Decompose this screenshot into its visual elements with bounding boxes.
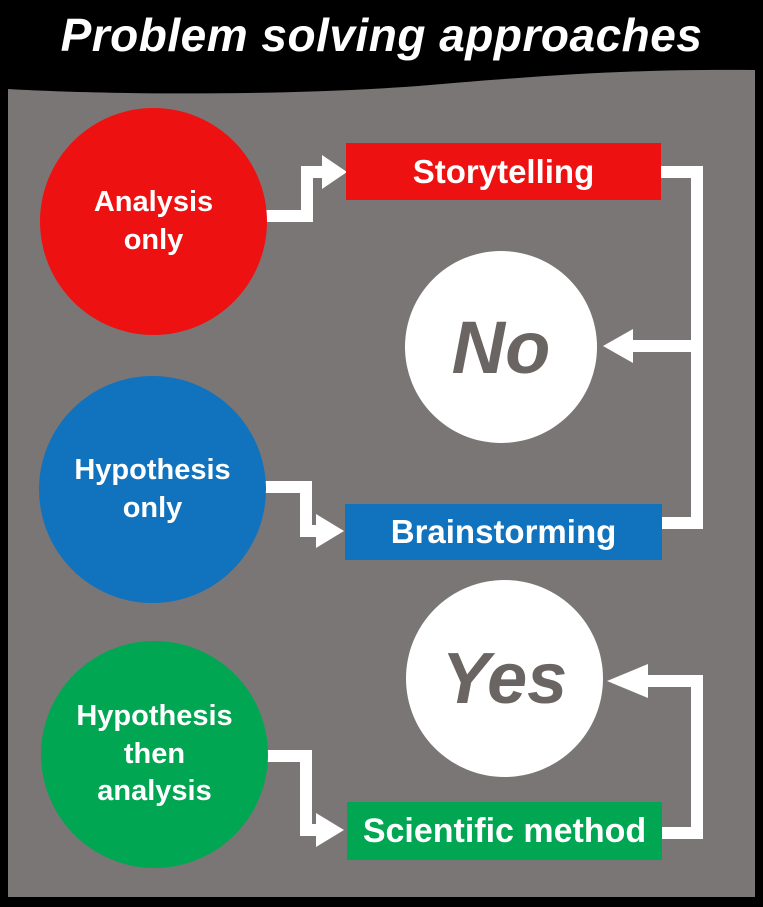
arrow-bracket-to-no [603,329,697,363]
hypothesis-only-circle: Hypothesis only [39,376,266,603]
yes-decision-label: Yes [441,638,568,719]
arrow-hypothesis-analysis-to-scientific-method [232,750,344,847]
arrow-hypothesis-to-brainstorming [232,481,344,548]
scientific-method-box-label: Scientific method [362,811,647,850]
no-decision-label: No [451,305,551,389]
brainstorming-box-label: Brainstorming [390,513,617,550]
diagram-title: Problem solving approaches [60,9,703,61]
arrow-analysis-to-storytelling [230,155,347,222]
brainstorming-box: Brainstorming [345,504,662,560]
hypothesis-then-analysis-label-line2: then [123,737,186,770]
hypothesis-then-analysis-label-line1: Hypothesis [76,699,233,732]
storytelling-box-label: Storytelling [412,152,595,190]
storytelling-box: Storytelling [346,143,661,200]
no-decision-circle: No [405,251,597,443]
yes-decision-circle: Yes [406,580,603,777]
hypothesis-then-analysis-circle: Hypothesis then analysis [41,641,268,868]
hypothesis-then-analysis-label-line3: analysis [97,775,212,808]
scientific-method-box: Scientific method [347,802,662,860]
hypothesis-only-label-line2: only [122,491,183,524]
hypothesis-only-label-line1: Hypothesis [74,453,231,486]
arrow-scientific-method-to-yes [607,664,703,839]
analysis-only-label-line2: only [123,223,184,256]
analysis-only-circle: Analysis only [40,108,267,335]
analysis-only-label-line1: Analysis [93,185,214,218]
